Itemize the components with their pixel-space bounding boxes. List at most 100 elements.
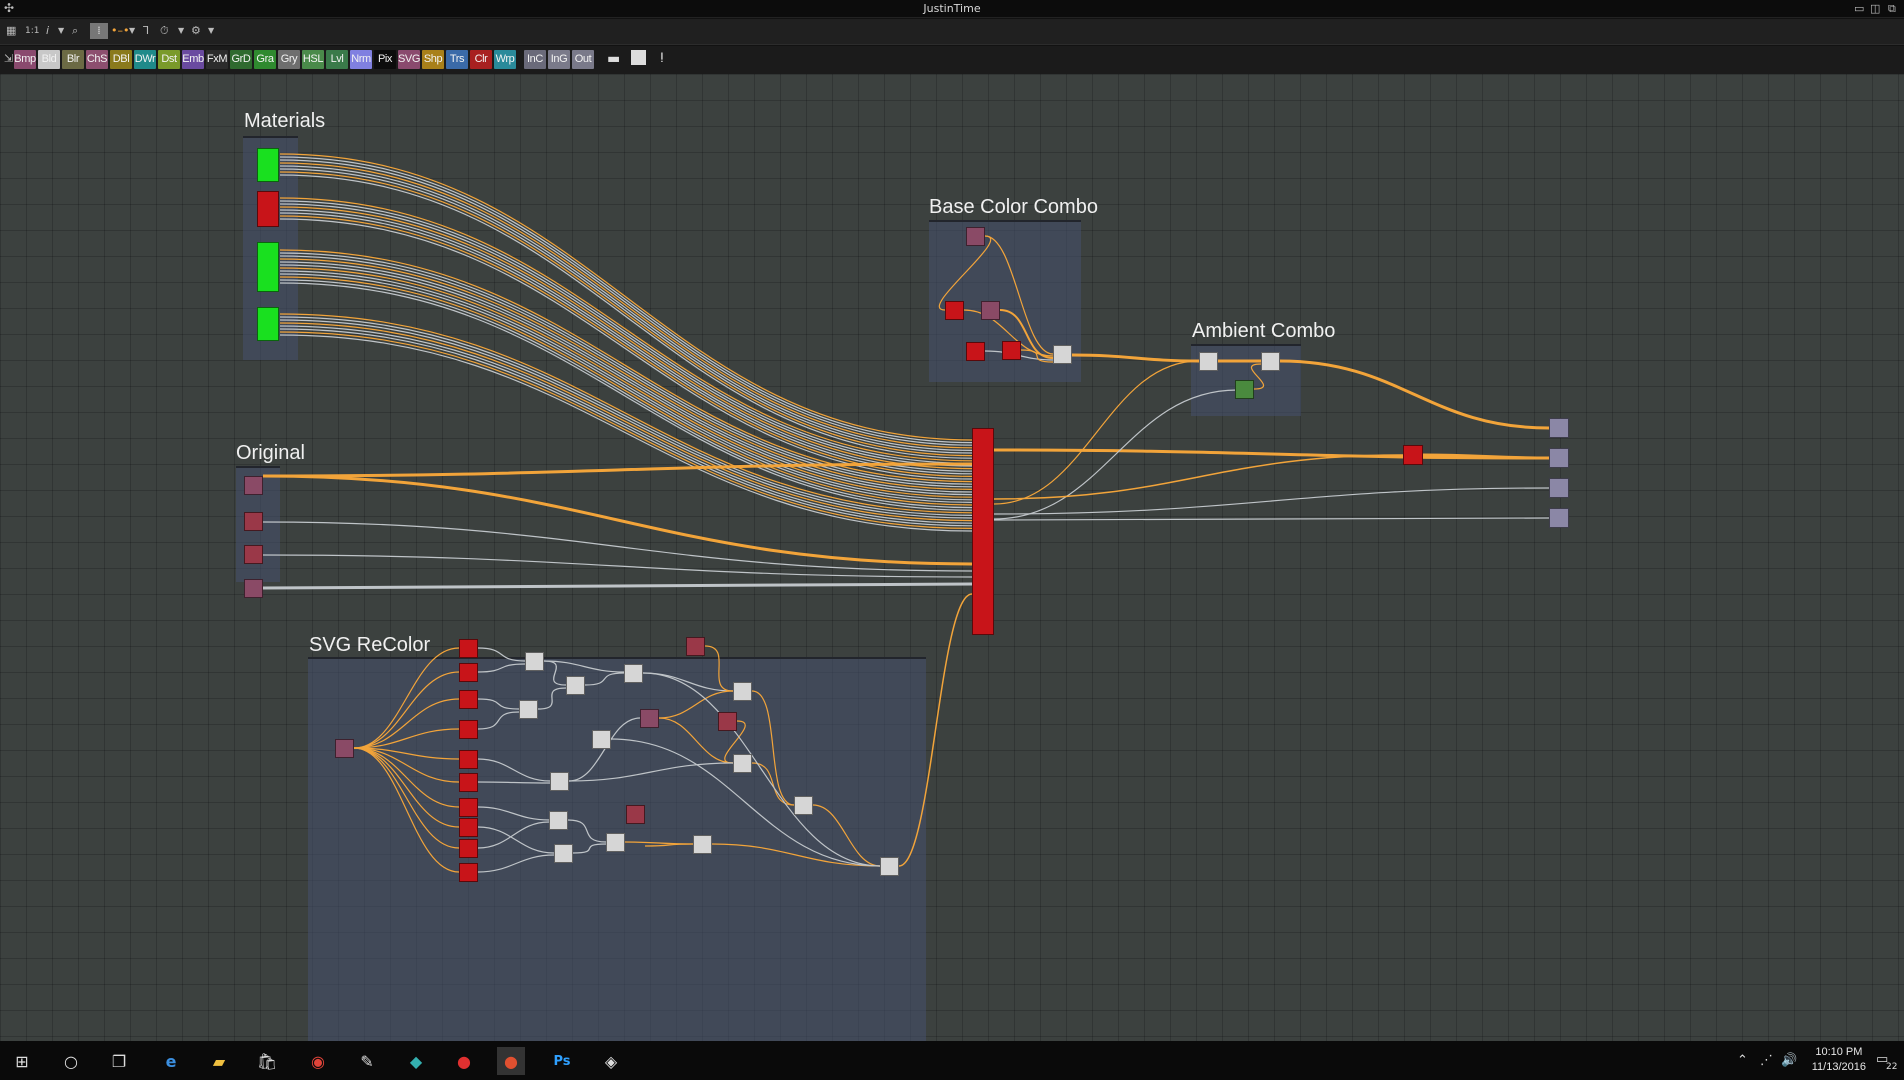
svg-recolor-node[interactable] [592,730,611,749]
photoshop-icon[interactable]: Ps [553,1053,571,1069]
svg-recolor-node[interactable] [459,639,478,658]
windows-icon[interactable]: ⊞ [15,1051,29,1071]
substance-icon[interactable]: ● [457,1051,471,1071]
svg-recolor-node[interactable] [733,754,752,773]
category-out[interactable]: Out [572,50,594,69]
chevron-down-icon[interactable]: ▼ [58,26,65,35]
explorer-icon[interactable]: ▰ [212,1051,226,1071]
connector-icon[interactable]: ⅂ [143,24,150,37]
svg-recolor-node[interactable] [519,700,538,719]
maximize-icon[interactable]: ◫ [1870,2,1881,15]
category-blr[interactable]: Blr [62,50,84,69]
material-node[interactable] [257,242,279,292]
category-fxm[interactable]: FxM [206,50,228,69]
svg-recolor-node[interactable] [459,773,478,792]
svg-recolor-node[interactable] [459,798,478,817]
pin-icon[interactable]: ⵑ [660,51,664,66]
chevron-down-icon[interactable]: ▼ [129,26,136,35]
svg-recolor-node[interactable] [459,663,478,682]
category-grd[interactable]: GrD [230,50,252,69]
zoom-icon[interactable]: ⌕ [72,24,79,37]
original-node[interactable] [244,579,263,598]
category-gry[interactable]: Gry [278,50,300,69]
gear-icon[interactable]: ⚙ [191,24,201,37]
base-color-input-node[interactable] [966,227,985,246]
link-mode-icon[interactable]: •–• [111,24,130,37]
category-dst[interactable]: Dst [158,50,180,69]
base-color-node[interactable] [966,342,985,361]
original-frame-title[interactable]: Original [236,442,305,464]
material-node[interactable] [257,307,279,341]
graph-canvas[interactable]: Materials Base Color Combo Ambient Combo… [0,74,1904,1041]
info-button[interactable]: i [46,24,50,37]
timer-icon[interactable]: ⏱ [160,24,169,37]
materials-frame-title[interactable]: Materials [244,110,326,132]
cortana-icon[interactable]: ○ [64,1051,78,1071]
svg-recolor-node[interactable] [624,664,643,683]
category-ing[interactable]: InG [548,50,570,69]
comment-icon[interactable]: ▬ [607,51,621,67]
expand-icon[interactable]: ⇲ [4,52,14,65]
svg-recolor-node[interactable] [459,839,478,858]
svg-recolor-node[interactable] [566,676,585,695]
material-node[interactable] [257,191,279,227]
svg-input-node[interactable] [335,739,354,758]
app-menu-icon[interactable]: ✣ [4,1,15,15]
minimize-icon[interactable]: ▭ [1854,2,1865,15]
svg-recolor-node[interactable] [554,844,573,863]
svg-recolor-node[interactable] [549,811,568,830]
original-node[interactable] [244,512,263,531]
base-color-frame-title[interactable]: Base Color Combo [929,196,1098,218]
category-gra[interactable]: Gra [254,50,276,69]
category-trs[interactable]: Trs [446,50,468,69]
svg-recolor-node[interactable] [606,833,625,852]
ambient-frame-title[interactable]: Ambient Combo [1192,320,1336,342]
grid-icon[interactable]: ▦ [6,24,17,37]
category-dwr[interactable]: DWr [134,50,156,69]
svg-recolor-node[interactable] [459,863,478,882]
category-bmp[interactable]: Bmp [14,50,36,69]
category-bld[interactable]: Bld [38,50,60,69]
output-node[interactable] [1549,448,1569,468]
output-node[interactable] [1549,418,1569,438]
substance-designer-icon[interactable]: ● [497,1047,525,1075]
svg-recolor-node[interactable] [718,712,737,731]
svg-recolor-node[interactable] [626,805,645,824]
base-color-node[interactable] [981,301,1000,320]
svg-recolor-node[interactable] [693,835,712,854]
notification-icon[interactable]: ▭ [1876,1052,1889,1067]
category-dbl[interactable]: DBl [110,50,132,69]
category-shp[interactable]: Shp [422,50,444,69]
svg-recolor-node[interactable] [459,818,478,837]
blend-node[interactable] [972,428,994,635]
chrome-icon[interactable]: ◉ [311,1051,325,1071]
task-view-icon[interactable]: ❐ [111,1051,127,1071]
svg-recolor-node[interactable] [459,690,478,709]
network-icon[interactable]: ⋰ [1760,1053,1773,1068]
output-node[interactable] [1549,508,1569,528]
base-color-output-node[interactable] [1053,345,1072,364]
original-node[interactable] [244,545,263,564]
category-hsl[interactable]: HSL [302,50,324,69]
frame-icon[interactable] [631,50,646,65]
ratio-button[interactable]: 1:1 [25,26,40,36]
ambient-node[interactable] [1261,352,1280,371]
chevron-down-icon[interactable]: ▼ [178,26,185,35]
category-svg[interactable]: SVG [398,50,420,69]
level-node[interactable] [1403,445,1423,465]
svg-recolor-node[interactable] [459,750,478,769]
svg-recolor-node[interactable] [525,652,544,671]
svg-recolor-node[interactable] [640,709,659,728]
unity-icon[interactable]: ◈ [604,1051,618,1071]
select-tool-icon[interactable]: ⁞ [90,23,108,39]
volume-icon[interactable]: 🔊 [1781,1053,1798,1068]
restore-icon[interactable]: ⧉ [1888,2,1896,15]
ambient-node[interactable] [1199,352,1218,371]
category-emb[interactable]: Emb [182,50,204,69]
svg-recolor-node[interactable] [794,796,813,815]
store-icon[interactable]: 🛍 [256,1051,278,1071]
ambient-node[interactable] [1235,380,1254,399]
clock[interactable]: 10:10 PM 11/13/2016 [1812,1045,1866,1075]
edge-icon[interactable]: e [165,1051,177,1071]
category-chs[interactable]: ChS [86,50,108,69]
